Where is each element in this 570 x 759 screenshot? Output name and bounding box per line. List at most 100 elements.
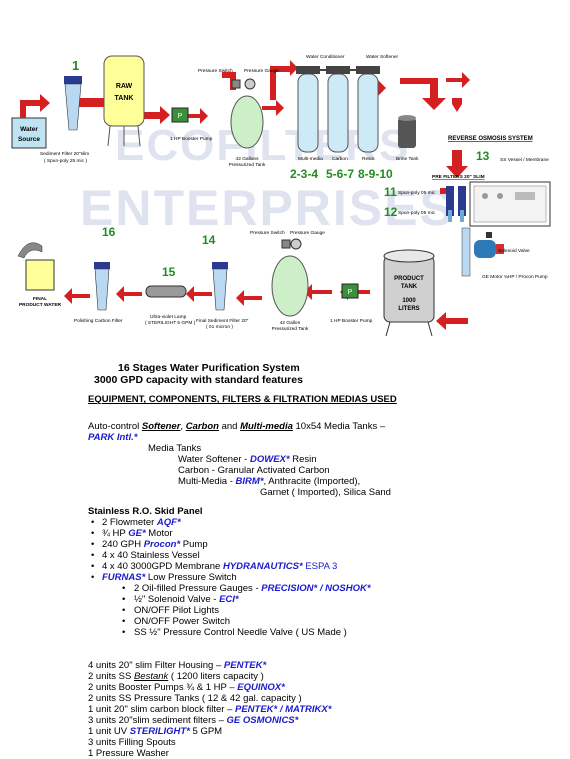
faucet-icon <box>17 242 43 259</box>
water-source-box <box>11 117 47 149</box>
sediment-filter-body <box>64 83 82 131</box>
list-item: ON/OFF Power Switch <box>88 616 558 627</box>
spun-poly-11: Spun-poly 05 mic <box>398 190 436 196</box>
ws-label: Water Softener - <box>178 454 250 465</box>
water-softener-label: Water Softener <box>366 54 398 60</box>
list-item: ½" Solenoid Valve - ECI* <box>88 594 558 605</box>
pump-p-2: P <box>348 289 353 296</box>
list-item: FURNAS* Low Pressure Switch <box>88 572 558 583</box>
mm-label: Multi-Media - <box>178 476 236 487</box>
mm-line: Multi-Media - BIRM*, Anthracite (Importe… <box>88 476 558 487</box>
product-tank-line4: LITERS <box>398 306 419 312</box>
brine-tank-label: Brine Tank <box>396 156 419 162</box>
units-line-8: 3 units Filling Spouts <box>88 737 176 748</box>
auto-control-line: Auto-control Softener, Carbon and Multi-… <box>88 421 558 432</box>
solenoid-valve-label: Solenoid Valve <box>498 248 530 254</box>
stage-12-label: 12 <box>384 205 398 219</box>
final-water-label2: PRODUCT WATER <box>19 302 62 308</box>
ro-panel-list: 2 Flowmeter AQF* ¾ HP GE* Motor 240 GPH … <box>88 517 558 638</box>
polishing-filter-body <box>94 268 110 311</box>
final-sediment-cap <box>212 262 228 269</box>
ws-brand: DOWEX* <box>249 454 290 465</box>
auto-comma: , <box>180 421 186 432</box>
list-item: 4 x 40 3000GPD Membrane HYDRANAUTICS* ES… <box>88 561 558 572</box>
stage-1-label: 1 <box>72 58 79 73</box>
pressure-gauge-icon <box>244 78 256 90</box>
brine-tank <box>398 118 416 148</box>
units-line-2: 2 units SS Bestank ( 1200 liters capacit… <box>88 671 264 682</box>
list-item: 2 Flowmeter AQF* <box>88 517 558 528</box>
raw-tank-line1: RAW <box>116 83 133 90</box>
final-sediment-label2: ( 01 micron ) <box>206 324 233 330</box>
pressure-gauge-2-label: Pressure Gauge <box>290 230 325 236</box>
ws-line: Water Softener - DOWEX* Resin <box>88 454 558 465</box>
units-line-4: 2 units SS Pressure Tanks ( 12 & 42 gal.… <box>88 693 302 704</box>
uv-lamp-label2: ( STERILIGHT 5 GPM ) <box>145 320 196 326</box>
final-water-container <box>25 259 55 291</box>
water-source-label2: Source <box>18 136 40 143</box>
stages-567: 5-6-7 <box>326 167 354 181</box>
polishing-filter-label: Polishing Carbon Filter <box>74 318 123 324</box>
final-sediment-body <box>212 268 228 311</box>
units-line-5: 1 unit 20" slim carbon block filter – PE… <box>88 704 332 715</box>
water-conditioner-label: Water Conditioner <box>306 54 345 60</box>
brine-tank-top <box>398 115 416 121</box>
sediment-filter-label: Sediment Filter 20"slim <box>40 151 89 157</box>
units-line-3: 2 units Booster Pumps ¾ & 1 HP – EQUINOX… <box>88 682 285 693</box>
mm-line2: Garnet ( Imported), Silica Sand <box>260 487 391 498</box>
park-brand: PARK Intl.* <box>88 432 138 443</box>
units-list: 4 units 20" slim Filter Housing – PENTEK… <box>88 660 558 759</box>
auto-and: and <box>218 421 241 432</box>
stage-11-label: 11 <box>384 185 397 199</box>
units-line-7: 1 unit UV STERILIGHT* 5 GPM <box>88 726 223 737</box>
sediment-filter-cap <box>64 76 82 84</box>
stage-14-label: 14 <box>202 233 216 247</box>
final-sediment-label1: Final Sediment Filter 20" <box>196 318 249 324</box>
pressure-switch-icon <box>231 79 241 89</box>
media-tanks: Media Tanks <box>148 443 202 454</box>
auto-carbon: Carbon <box>185 421 219 432</box>
pressure-gauge-2-icon <box>290 238 302 250</box>
tank-42-label1: 42 Gallons <box>236 156 260 162</box>
uv-lamp <box>145 285 187 298</box>
product-tank-line2: TANK <box>401 284 418 290</box>
uv-lamp-label1: Ultra-violet Lamp <box>150 314 187 320</box>
product-tank-line3: 1000 <box>402 298 416 304</box>
pressure-switch-2-icon <box>281 239 291 249</box>
stage-16-label: 16 <box>102 225 116 239</box>
product-tank: PRODUCT TANK 1000 LITERS <box>383 249 435 337</box>
stage-15-label: 15 <box>162 265 176 279</box>
tank-42b-label1: 42 Gallon <box>280 320 301 326</box>
water-source-label1: Water <box>20 126 38 133</box>
pressure-tank-1 <box>230 95 264 149</box>
ro-panel-heading: Stainless R.O. Skid Panel <box>88 506 203 517</box>
ss-vessel-label: SS Vessel / Membrane <box>500 157 549 163</box>
pressure-gauge-label: Pressure Gauge <box>244 68 279 74</box>
doc-heading: EQUIPMENT, COMPONENTS, FILTERS & FILTRAT… <box>88 394 397 405</box>
raw-tank-line2: TANK <box>115 95 134 102</box>
booster-pump-2-label: 1 HP Booster Pump <box>330 318 373 324</box>
ws-rest: Resin <box>289 454 317 465</box>
product-tank-line1: PRODUCT <box>394 276 424 282</box>
mm-brand: BIRM* <box>235 476 264 487</box>
list-item: 4 x 40 Stainless Vessel <box>88 550 558 561</box>
ro-skid <box>446 181 551 277</box>
pressure-switch-label: Pressure Switch <box>198 68 233 74</box>
list-item: ¾ HP GE* Motor <box>88 528 558 539</box>
pressure-tank-2 <box>271 255 309 317</box>
polishing-filter-cap <box>94 262 110 269</box>
multi-media-label: Multi-media <box>298 156 323 162</box>
doc-title1: 16 Stages Water Purification System <box>118 362 300 374</box>
pump-p-1: P <box>178 113 183 120</box>
auto-mm: Multi-media <box>240 421 293 432</box>
final-water-label1: FINAL <box>33 296 47 302</box>
flow-diagram: ECOFILTERS ENTERPRISES Water Source 1 Se… <box>11 54 551 337</box>
pre-filters-label: PRE FILTERS 20" SLIM <box>432 174 485 180</box>
units-line-1: 4 units 20" slim Filter Housing – PENTEK… <box>88 660 267 671</box>
sediment-filter-sub: ( Spun-poly 25 mic ) <box>44 158 87 164</box>
carbon-label: Carbon <box>332 156 348 162</box>
booster-pump-2: P <box>341 283 359 299</box>
spun-poly-12: Spun-poly 05 mic <box>398 210 436 216</box>
tank-42-label2: Pressurized Tank <box>229 162 266 168</box>
auto-pre: Auto-control <box>88 421 142 432</box>
